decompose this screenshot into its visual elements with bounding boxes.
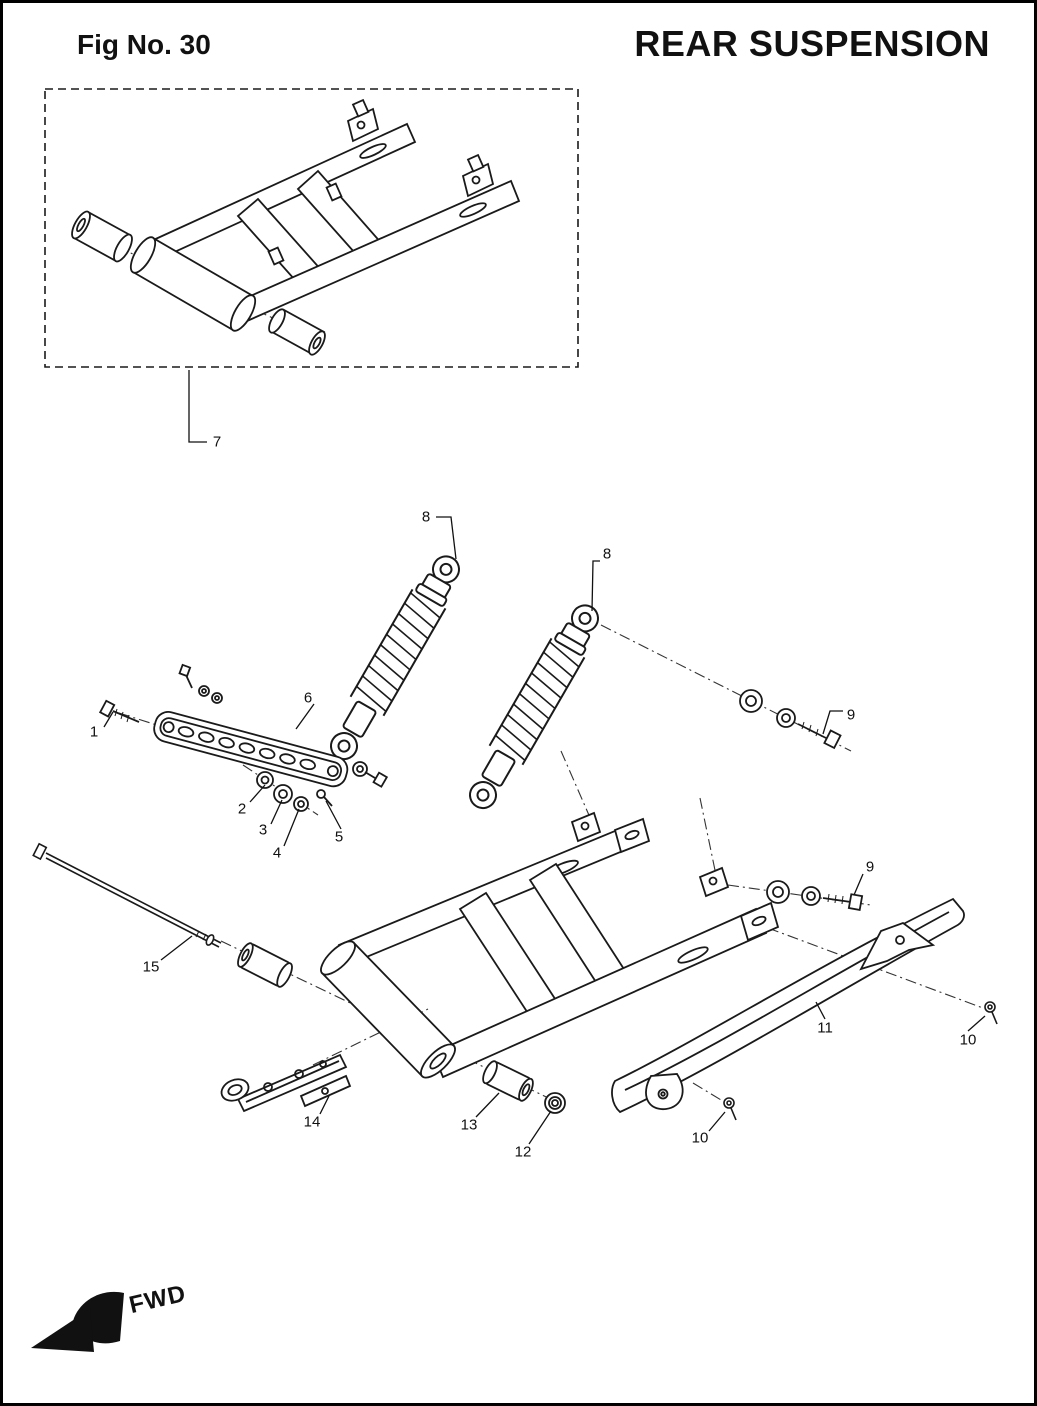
part-callout-1: 1 xyxy=(89,723,99,741)
pivot-spacer xyxy=(237,942,293,988)
detail-box-dashed xyxy=(44,88,579,368)
pivot-axle-bolt-15 xyxy=(32,842,222,948)
part-callout-3: 3 xyxy=(258,821,268,839)
part-callout-10-right: 10 xyxy=(959,1031,977,1049)
swingarm-assembly-7 xyxy=(71,98,521,356)
part-callout-14: 14 xyxy=(303,1113,321,1131)
part-callout-9-lower: 9 xyxy=(865,858,875,876)
flanged-nut-12 xyxy=(544,1092,566,1114)
guard-screw-10-left xyxy=(723,1097,737,1121)
rear-suspension-diagram xyxy=(31,88,998,1352)
shock-hardware-9-lower xyxy=(766,880,864,911)
shock-absorber-right-8 xyxy=(459,596,609,817)
page-title: REAR SUSPENSION xyxy=(634,23,990,64)
part-callout-6: 6 xyxy=(303,689,313,707)
pivot-bushing-13 xyxy=(482,1060,534,1102)
callout-leader-lines xyxy=(103,370,986,1145)
part-callout-13: 13 xyxy=(460,1116,478,1134)
shock-absorber-left-8 xyxy=(320,547,470,768)
part-callout-12: 12 xyxy=(514,1143,532,1161)
part-callout-9-upper: 9 xyxy=(846,706,856,724)
part-callout-11: 11 xyxy=(817,1019,833,1037)
chain-guard-11 xyxy=(611,897,965,1114)
part-callout-8-right: 8 xyxy=(602,545,612,563)
shock-hardware-9-upper xyxy=(739,689,842,750)
part-callout-10-left: 10 xyxy=(691,1129,709,1147)
main-swingarm xyxy=(320,811,780,1079)
figure-number: Fig No. 30 xyxy=(77,29,211,60)
torque-link-assembly-6 xyxy=(98,663,389,812)
part-callout-7: 7 xyxy=(212,433,222,451)
part-callout-15: 15 xyxy=(142,958,160,976)
part-callout-2: 2 xyxy=(237,800,247,818)
fwd-arrow-icon xyxy=(31,1291,124,1352)
part-callout-8-left: 8 xyxy=(421,508,431,526)
part-callout-5: 5 xyxy=(334,828,344,846)
part-callout-4: 4 xyxy=(272,844,282,862)
guard-screw-10-right xyxy=(984,1001,998,1025)
chain-slider-14 xyxy=(220,1053,352,1113)
